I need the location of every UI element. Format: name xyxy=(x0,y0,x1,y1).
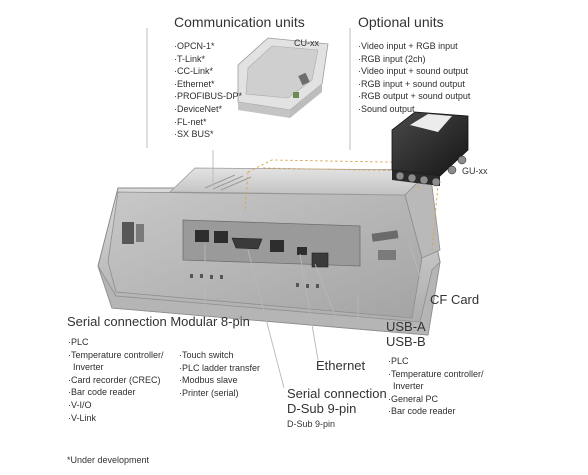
leader-lines xyxy=(204,150,426,389)
serial-modular-title: Serial connection Modular 8-pin xyxy=(67,314,250,329)
list-item: ·RGB input (2ch) xyxy=(358,53,426,64)
list-item: ·V-I/O xyxy=(68,399,92,410)
list-item: ·PLC xyxy=(388,356,409,366)
list-item: ·General PC xyxy=(388,393,439,404)
usb-b-label: USB-B xyxy=(386,334,426,349)
usb-devices-list: ·PLC ·Temperature controller/ Inverter ·… xyxy=(388,355,484,418)
list-item: ·V-Link xyxy=(68,412,97,423)
hmi-panel xyxy=(97,167,441,336)
optional-units-title: Optional units xyxy=(358,14,444,30)
list-item: ·Card recorder (CREC) xyxy=(68,374,161,385)
list-item: ·PROFIBUS-DP* xyxy=(174,91,243,102)
cu-device-label: CU-xx xyxy=(294,38,319,48)
list-item: ·SX BUS* xyxy=(174,129,214,140)
serial-dsub-title-1: Serial connection xyxy=(287,386,387,401)
list-item: ·Printer (serial) xyxy=(179,387,239,398)
list-item: ·RGB output + sound output xyxy=(358,91,471,102)
list-item: ·Modbus slave xyxy=(179,375,238,386)
serial-modular-list-2: ·Touch switch ·PLC ladder transfer ·Modb… xyxy=(179,349,260,399)
serial-dsub-note: D-Sub 9-pin xyxy=(287,419,336,429)
list-item: ·Temperature controller/ xyxy=(68,349,164,360)
list-item: Inverter xyxy=(68,362,104,373)
list-item: ·Touch switch xyxy=(179,350,234,360)
list-item: ·Sound output xyxy=(358,103,415,114)
list-item: ·RGB input + sound output xyxy=(358,78,465,89)
serial-modular-list-1: ·PLC ·Temperature controller/ Inverter ·… xyxy=(68,336,164,424)
list-item: ·Bar code reader xyxy=(68,387,136,398)
usb-a-label: USB-A xyxy=(386,319,426,334)
list-item: ·CC-Link* xyxy=(174,66,214,77)
list-item: ·T-Link* xyxy=(174,53,206,64)
communication-units-list: ·OPCN-1* ·T-Link* ·CC-Link* ·Ethernet* ·… xyxy=(174,40,242,141)
list-item: ·PLC ladder transfer xyxy=(179,362,261,373)
cu-device xyxy=(237,37,329,118)
list-item: ·Temperature controller/ xyxy=(388,368,484,379)
list-item: ·Video input + RGB input xyxy=(358,41,458,51)
optional-units-list: ·Video input + RGB input ·RGB input (2ch… xyxy=(358,40,470,116)
list-item: ·Ethernet* xyxy=(174,78,215,89)
list-item: ·PLC xyxy=(68,337,89,347)
list-item: ·DeviceNet* xyxy=(174,103,223,114)
list-item: ·Video input + sound output xyxy=(358,66,469,77)
communication-units-title: Communication units xyxy=(174,14,305,30)
cf-card-label: CF Card xyxy=(430,292,480,307)
footnote: *Under development xyxy=(67,455,150,465)
ethernet-label: Ethernet xyxy=(316,358,366,373)
list-item: ·OPCN-1* xyxy=(174,41,215,51)
list-item: ·FL-net* xyxy=(174,116,207,127)
gu-device xyxy=(391,111,469,187)
list-item: Inverter xyxy=(388,381,424,392)
list-item: ·Bar code reader xyxy=(388,406,456,417)
gu-device-label: GU-xx xyxy=(462,166,488,176)
serial-dsub-title-2: D-Sub 9-pin xyxy=(287,401,357,416)
